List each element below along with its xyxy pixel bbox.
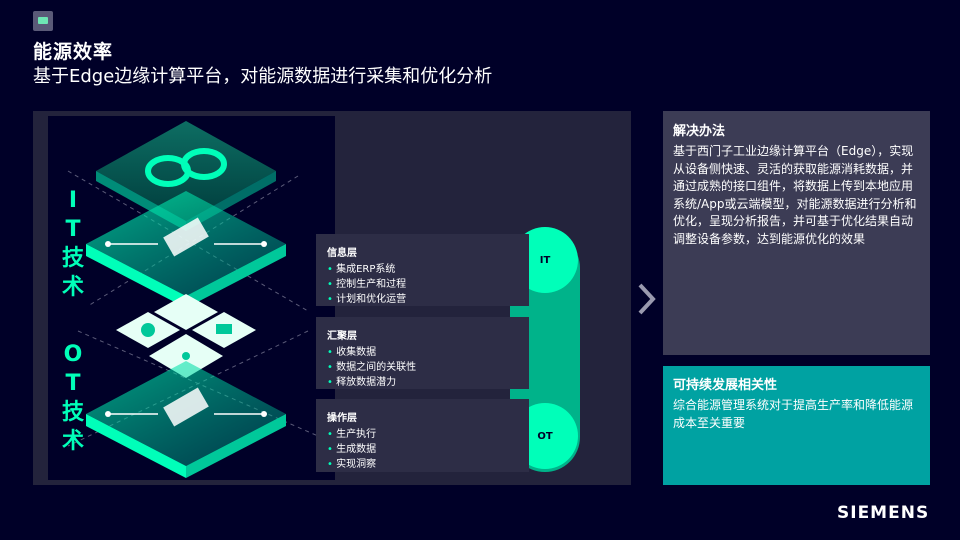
list-item: 数据之间的关联性 (327, 360, 529, 375)
list-item: 释放数据潜力 (327, 375, 529, 390)
operation-layer-card: 操作层 生产执行 生成数据 实现洞察 (316, 399, 529, 472)
app-logo-icon (33, 11, 53, 31)
aggregation-layer-card: 汇聚层 收集数据 数据之间的关联性 释放数据潜力 (316, 317, 529, 389)
sustainability-text: 综合能源管理系统对于提高生产率和降低能源成本至关重要 (673, 398, 914, 430)
layer-title: 信息层 (327, 248, 357, 259)
platform-stack-graphic (67, 121, 319, 478)
layer-title: 操作层 (327, 413, 357, 424)
list-item: 集成ERP系统 (327, 262, 529, 277)
solution-title: 解决办法 (673, 124, 726, 139)
information-layer-card: 信息层 集成ERP系统 控制生产和过程 计划和优化运营 (316, 234, 529, 306)
siemens-logo: SIEMENS (837, 503, 930, 523)
edge-platform-illustration (48, 116, 335, 480)
chevron-right-icon (638, 283, 656, 315)
ot-technology-label: O T 技 术 (61, 342, 84, 454)
page-title: 能源效率 (33, 41, 114, 63)
sustainability-panel: 可持续发展相关性 综合能源管理系统对于提高生产率和降低能源成本至关重要 (663, 366, 930, 485)
solution-text: 基于西门子工业边缘计算平台（Edge），实现从设备侧快速、灵活的获取能源消耗数据… (673, 144, 917, 246)
list-item: 控制生产和过程 (327, 277, 529, 292)
list-item: 生成数据 (327, 442, 529, 457)
list-item: 计划和优化运营 (327, 292, 529, 307)
sustainability-title: 可持续发展相关性 (673, 378, 778, 393)
it-technology-label: I T 技 术 (61, 188, 84, 300)
page-subtitle: 基于Edge边缘计算平台，对能源数据进行采集和优化分析 (33, 66, 493, 87)
layer-title: 汇聚层 (327, 331, 357, 342)
solution-panel: 解决办法 基于西门子工业边缘计算平台（Edge），实现从设备侧快速、灵活的获取能… (663, 111, 930, 355)
list-item: 生产执行 (327, 427, 529, 442)
list-item: 收集数据 (327, 345, 529, 360)
list-item: 实现洞察 (327, 457, 529, 472)
